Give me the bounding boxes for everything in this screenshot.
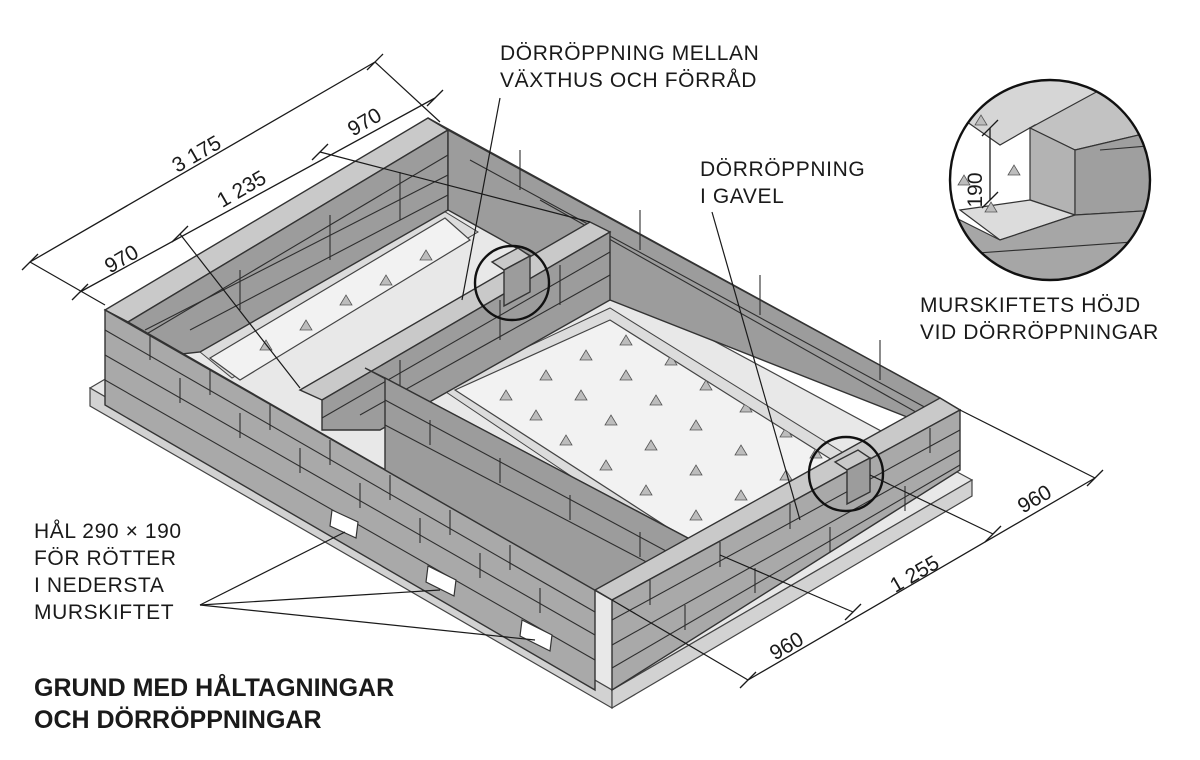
- dim-total-length: 3 175: [168, 131, 225, 177]
- label-door-between-line2: VÄXTHUS OCH FÖRRÅD: [500, 69, 757, 92]
- door-gable-highlight: [807, 435, 885, 513]
- callout-leaders: [199, 97, 801, 641]
- root-hole-1: [329, 509, 359, 539]
- dim-front-middle: 1 255: [886, 551, 943, 597]
- dim-middle-segment: 1 235: [213, 166, 270, 212]
- label-root-holes-line1: HÅL 290 × 190: [34, 520, 182, 543]
- root-hole-3: [519, 619, 553, 652]
- label-course-height-line2: VID DÖRRÖPPNINGAR: [920, 321, 1159, 344]
- dim-front-right: 960: [1014, 481, 1056, 518]
- dividing-wall: [298, 221, 612, 431]
- dim-right-segment: 970: [344, 104, 386, 141]
- dim-left-segment: 970: [101, 241, 143, 278]
- label-root-holes-line3: I NEDERSTA: [34, 574, 165, 597]
- label-root-holes: HÅL 290 × 190 FÖR RÖTTER I NEDERSTA MURS…: [34, 518, 182, 626]
- label-course-height-line1: MURSKIFTETS HÖJD: [920, 294, 1141, 317]
- dim-front-left: 960: [766, 628, 808, 665]
- label-course-height: MURSKIFTETS HÖJD VID DÖRRÖPPNINGAR: [920, 292, 1159, 346]
- drawing-title: GRUND MED HÅLTAGNINGAR OCH DÖRRÖPPNINGAR: [34, 672, 394, 736]
- gable-wall: [593, 397, 962, 692]
- label-door-gable: DÖRRÖPPNING I GAVEL: [700, 156, 865, 210]
- gravel-pattern-b: [499, 334, 823, 521]
- door-between-highlight: [473, 244, 551, 322]
- drawing-title-line1: GRUND MED HÅLTAGNINGAR: [34, 674, 395, 702]
- label-door-between-line1: DÖRRÖPPNING MELLAN: [500, 42, 760, 65]
- label-door-between: DÖRRÖPPNING MELLAN VÄXTHUS OCH FÖRRÅD: [500, 40, 759, 94]
- label-root-holes-line4: MURSKIFTET: [34, 601, 175, 624]
- drawing-title-line2: OCH DÖRRÖPPNINGAR: [34, 706, 322, 734]
- inner-front-wall: [364, 367, 721, 601]
- label-root-holes-line2: FÖR RÖTTER: [34, 547, 177, 570]
- label-door-gable-line1: DÖRRÖPPNING: [700, 158, 866, 181]
- dimension-lines-top: [21, 53, 591, 389]
- dimension-lines-front: [611, 409, 1104, 689]
- root-hole-2: [425, 565, 457, 597]
- course-height-value: 190: [964, 172, 987, 207]
- label-door-gable-line2: I GAVEL: [700, 185, 785, 208]
